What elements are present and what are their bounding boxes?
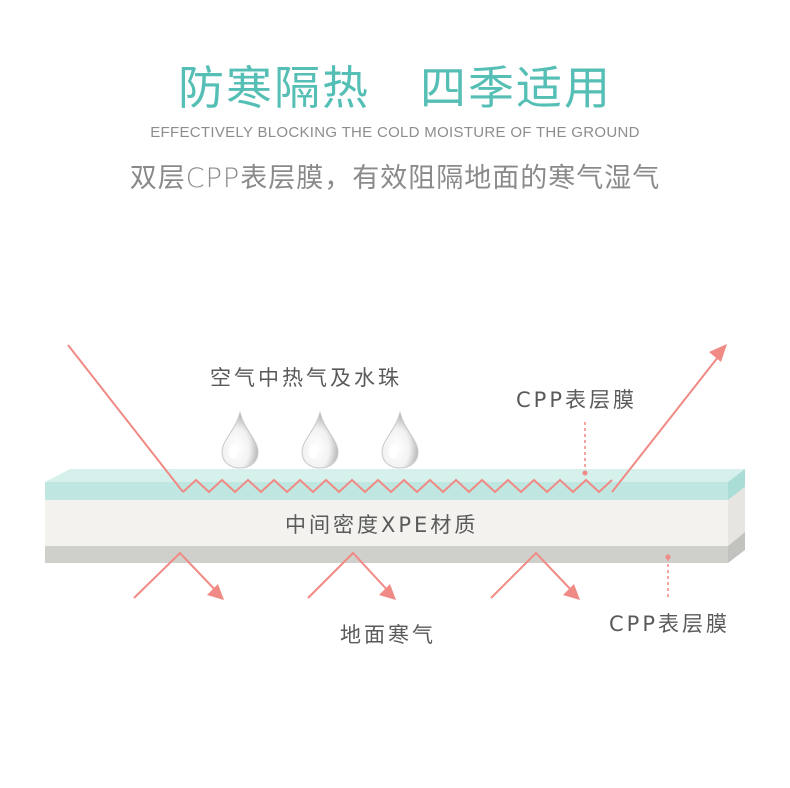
title-right: 四季适用 [420, 61, 612, 115]
middle-layer-side [728, 487, 745, 546]
incoming-heat-line [67, 344, 184, 493]
bottom-film-leader-dot [665, 554, 671, 560]
subtitle-english: EFFECTIVELY BLOCKING THE COLD MOISTURE O… [150, 124, 640, 141]
bottom-film-layer [45, 546, 728, 563]
top-film-top-face [45, 469, 745, 482]
ground-cold-arrow-3 [490, 551, 580, 600]
subtitle-chinese: 双层CPP表层膜，有效阻隔地面的寒气湿气 [129, 163, 661, 194]
middle-layer-label: 中间密度XPE材质 [285, 513, 479, 537]
middle-xpe-layer [45, 500, 728, 546]
zigzag-reflection-line [182, 478, 613, 494]
reflected-arrowhead [709, 344, 727, 362]
title-left: 防寒隔热 [178, 61, 370, 115]
water-drop-icon [381, 411, 419, 469]
reflected-heat-line [611, 351, 723, 493]
ground-cold-arrow-2 [307, 551, 396, 600]
water-drop-icon [221, 411, 259, 469]
air-heat-label: 空气中热气及水珠 [210, 366, 402, 390]
top-film-leader-dot [582, 470, 588, 476]
water-drop-icon [301, 411, 339, 469]
bottom-film-side [728, 532, 745, 563]
top-film-label: CPP表层膜 [516, 388, 637, 412]
ground-cold-arrow-1 [133, 551, 224, 600]
ground-cold-label: 地面寒气 [340, 623, 436, 647]
page-title: 防寒隔热四季适用 [0, 52, 790, 118]
bottom-film-label: CPP表层膜 [609, 612, 730, 636]
top-film-side [728, 469, 745, 500]
top-film-layer [45, 482, 728, 500]
